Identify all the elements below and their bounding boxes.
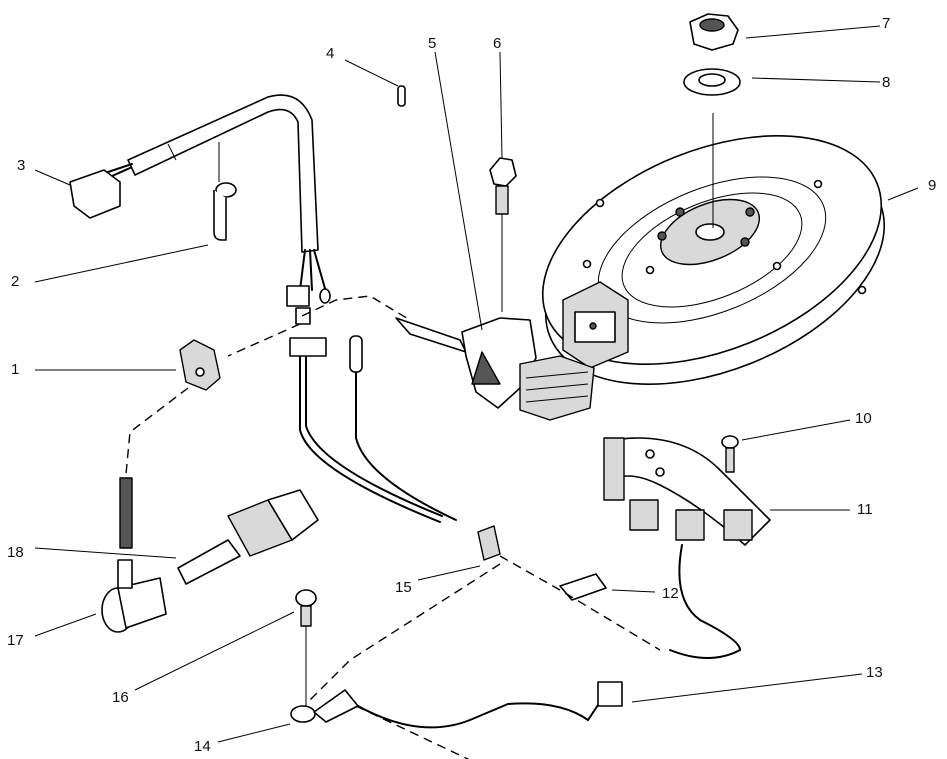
assembly-line xyxy=(309,563,501,701)
ignition-coil-part xyxy=(395,317,595,421)
callout-18: 18 xyxy=(7,544,24,561)
plug-boot-part xyxy=(101,559,167,633)
stator-screw-part xyxy=(721,435,739,473)
leader-lines xyxy=(34,25,919,743)
callout-11: 11 xyxy=(857,501,873,518)
ground-lead-part xyxy=(290,681,623,729)
pin-part xyxy=(397,85,406,107)
coil-bolt-part xyxy=(489,157,517,312)
callout-6: 6 xyxy=(493,35,502,52)
callout-7: 7 xyxy=(882,15,891,32)
callout-13: 13 xyxy=(866,664,883,681)
coil-wires xyxy=(289,335,457,523)
callout-2: 2 xyxy=(11,273,20,290)
callout-8: 8 xyxy=(882,74,891,91)
ground-screw-part xyxy=(295,589,317,706)
assembly-line xyxy=(301,295,411,321)
callout-12: 12 xyxy=(662,585,679,602)
callout-17: 17 xyxy=(7,632,24,649)
callout-5: 5 xyxy=(428,35,437,52)
callout-10: 10 xyxy=(855,410,872,427)
harness-clip-part xyxy=(213,142,237,241)
callout-4: 4 xyxy=(326,45,335,62)
assembly-line xyxy=(355,705,470,759)
grommet-part xyxy=(179,339,221,391)
spark-plug-part xyxy=(119,477,319,585)
washer-part xyxy=(683,68,741,96)
stator-part xyxy=(603,437,771,659)
assembly-line xyxy=(499,555,661,651)
callout-14: 14 xyxy=(194,738,211,755)
flywheel-part xyxy=(541,134,886,386)
wire-grommet-part xyxy=(477,525,501,561)
wire-harness-part xyxy=(69,94,331,325)
assembly-line xyxy=(125,387,189,475)
callout-1: 1 xyxy=(11,361,20,378)
flywheel-nut-part xyxy=(689,13,739,51)
callout-16: 16 xyxy=(112,689,129,706)
callout-3: 3 xyxy=(17,157,26,174)
callout-9: 9 xyxy=(928,177,937,194)
callout-15: 15 xyxy=(395,579,412,596)
wire-clip-part xyxy=(559,573,607,601)
assembly-line xyxy=(227,323,301,357)
